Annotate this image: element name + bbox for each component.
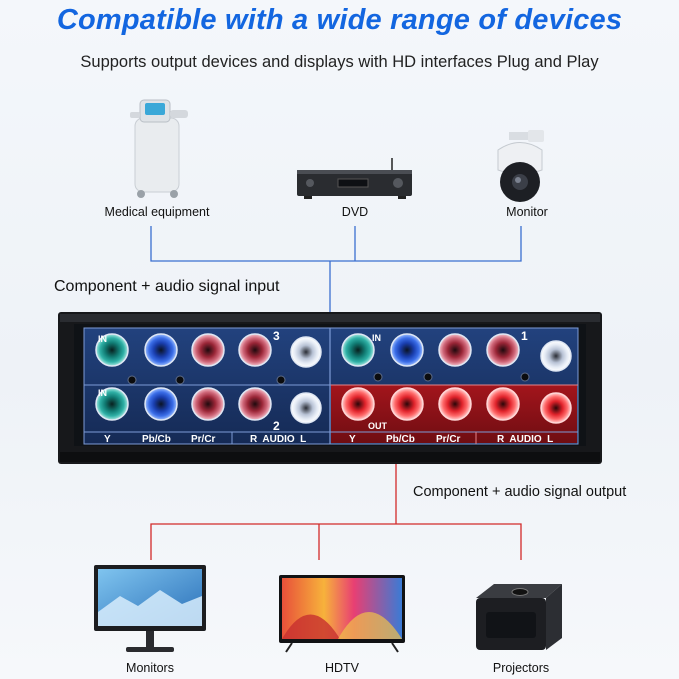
computer-monitor-icon — [94, 565, 206, 652]
jacks-output[interactable] — [341, 387, 572, 424]
device-label-projectors: Projectors — [492, 661, 550, 675]
port-number-1: 1 — [521, 329, 528, 343]
jacks-input-2[interactable] — [95, 387, 322, 424]
security-camera-icon — [497, 130, 544, 202]
col-left-pb: Pb/Cb — [142, 434, 171, 445]
jacks-input-1[interactable] — [341, 333, 572, 372]
hdtv-icon — [279, 575, 405, 653]
col-left-pr: Pr/Cr — [191, 434, 216, 445]
input-lines — [150, 226, 522, 325]
input-section-label: Component + audio signal input — [54, 278, 280, 295]
output-section-label: Component + audio signal output — [413, 484, 627, 500]
dvd-player-icon — [297, 158, 412, 199]
in-label-1: IN — [98, 334, 107, 344]
projector-icon — [476, 584, 562, 650]
col-left-audio: R AUDIO L — [250, 434, 306, 445]
subline: Supports output devices and displays wit… — [80, 53, 599, 71]
col-right-audio: R AUDIO L — [497, 434, 553, 445]
in-label-2: IN — [98, 388, 107, 398]
device-label-medical-equipment: Medical equipment — [104, 205, 210, 219]
device-label-dvd: DVD — [341, 205, 369, 219]
device-label-hdtv: HDTV — [324, 661, 360, 675]
port-number-3: 3 — [273, 329, 280, 343]
component-switch-box: IN IN IN OUT 3 2 1 Y Pb/Cb Pr/Cr R AUDIO… — [58, 312, 602, 464]
jacks-input-3[interactable] — [95, 333, 322, 368]
device-label-monitors: Monitors — [126, 661, 174, 675]
col-right-pb: Pb/Cb — [386, 434, 415, 445]
col-right-pr: Pr/Cr — [436, 434, 461, 445]
output-lines — [150, 464, 522, 560]
headline: Compatible with a wide range of devices — [56, 4, 623, 36]
col-left-y: Y — [104, 434, 111, 445]
medical-equipment-icon — [130, 99, 188, 198]
port-number-2: 2 — [273, 419, 280, 433]
col-right-y: Y — [349, 434, 356, 445]
device-label-monitor: Monitor — [506, 205, 548, 219]
out-label: OUT — [368, 421, 388, 431]
in-label-3: IN — [372, 333, 381, 343]
